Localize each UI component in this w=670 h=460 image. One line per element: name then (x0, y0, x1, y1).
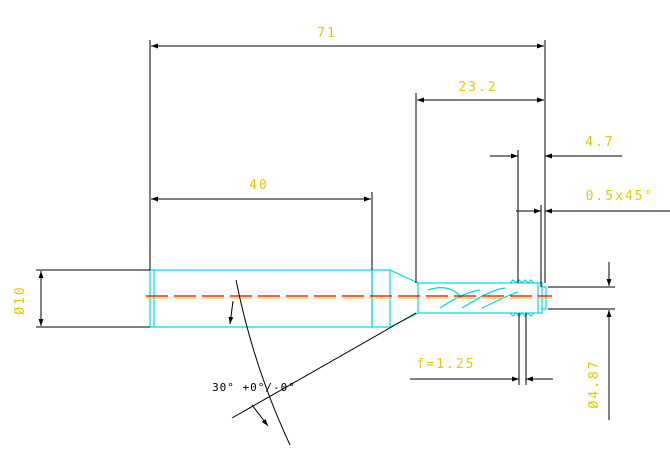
label-tip-length: 4.7 (585, 135, 614, 150)
label-chamfer: 0.5x45° (586, 189, 655, 204)
label-neck-angle: 30° +0°/-0° (212, 381, 296, 394)
label-shank-diameter: Ø10 (13, 285, 28, 314)
label-shank-length: 40 (249, 178, 269, 193)
label-tip-diameter: Ø4.87 (587, 359, 602, 408)
dimension-labels: 71 23.2 4.7 0.5x45° 40 Ø10 f=1.25 Ø4.87 … (13, 26, 655, 409)
label-flute-length: 23.2 (458, 80, 497, 95)
dimension-lines (36, 40, 670, 446)
label-pitch: f=1.25 (417, 357, 476, 372)
thread-profile (509, 279, 535, 317)
flute-helix (427, 287, 519, 309)
label-overall-length: 71 (317, 26, 337, 41)
centerline (146, 295, 552, 299)
angle-arc (235, 279, 291, 446)
